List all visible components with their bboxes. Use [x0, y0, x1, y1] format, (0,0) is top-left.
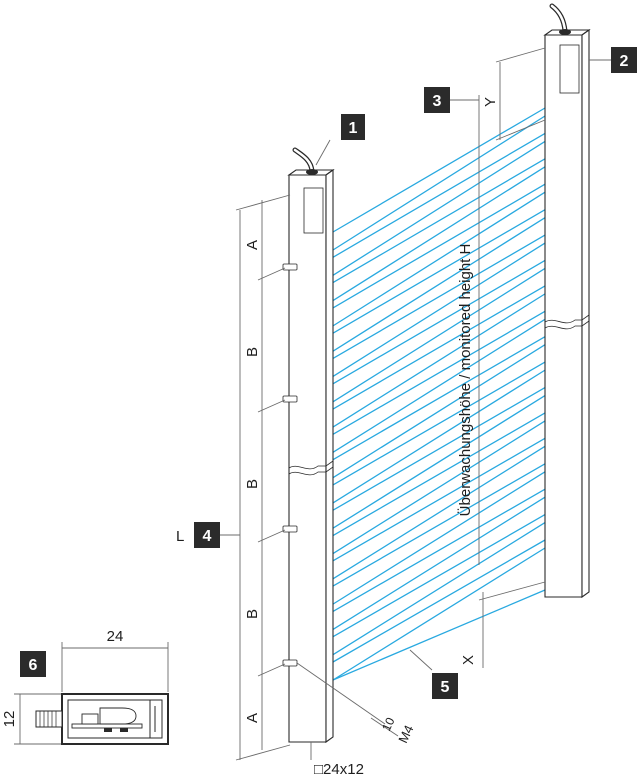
light-beam	[332, 132, 546, 276]
cross-section-detail: 6 24 12	[1, 628, 169, 745]
light-beam	[332, 183, 546, 327]
right-column	[543, 3, 591, 599]
light-beam	[332, 209, 546, 352]
svg-text:6: 6	[29, 657, 38, 674]
light-beam	[332, 285, 546, 428]
light-beams	[332, 107, 546, 681]
light-beam	[332, 259, 546, 403]
light-beam	[332, 310, 546, 453]
thread-length: 10	[379, 715, 397, 733]
light-beam	[332, 336, 546, 479]
light-beam	[332, 539, 546, 681]
light-beam	[332, 488, 546, 630]
light-beam	[332, 107, 546, 251]
light-beam	[332, 361, 546, 504]
thread-size: M4	[395, 723, 416, 746]
svg-text:4: 4	[203, 528, 212, 545]
light-beam	[332, 463, 546, 605]
dim-a-top: A	[244, 240, 261, 250]
callout-2: 2	[589, 47, 637, 73]
height-dim-label: 12	[1, 711, 18, 728]
svg-text:5: 5	[441, 679, 450, 696]
dim-x-label: X	[460, 655, 477, 665]
dimension-y: Y	[482, 47, 546, 141]
dimension-x: X	[460, 581, 546, 668]
svg-text:3: 3	[433, 93, 442, 110]
svg-text:2: 2	[620, 53, 629, 70]
dim-b-1: B	[244, 347, 261, 357]
monitored-height-label: Überwachungshöhe / monitored height H	[456, 244, 474, 517]
callout-3: 3	[424, 87, 479, 113]
dim-y-label: Y	[482, 97, 499, 107]
profile-label: □24x12	[314, 761, 364, 776]
monitored-height: Überwachungshöhe / monitored height H	[456, 95, 480, 565]
thread-callout: 10 M4	[296, 662, 417, 746]
mounting-bolt	[282, 263, 298, 667]
dimension-chain-left: A B B B A	[235, 194, 291, 761]
dim-l-label: L	[176, 528, 184, 545]
light-beam	[332, 234, 546, 378]
callout-1: 1	[315, 114, 365, 166]
light-beam	[332, 412, 546, 555]
svg-text:1: 1	[349, 120, 358, 137]
callout-4: L 4	[176, 522, 240, 548]
callout-5: 5	[409, 649, 458, 699]
left-column	[282, 147, 335, 744]
light-beam	[332, 386, 546, 529]
light-beam	[332, 158, 546, 302]
dim-b-2: B	[244, 479, 261, 489]
light-beam	[332, 589, 546, 681]
light-beam	[332, 514, 546, 656]
light-beam	[332, 437, 546, 580]
width-dim-label: 24	[107, 628, 124, 645]
dim-b-3: B	[244, 609, 261, 619]
dim-a-bottom: A	[244, 713, 261, 723]
